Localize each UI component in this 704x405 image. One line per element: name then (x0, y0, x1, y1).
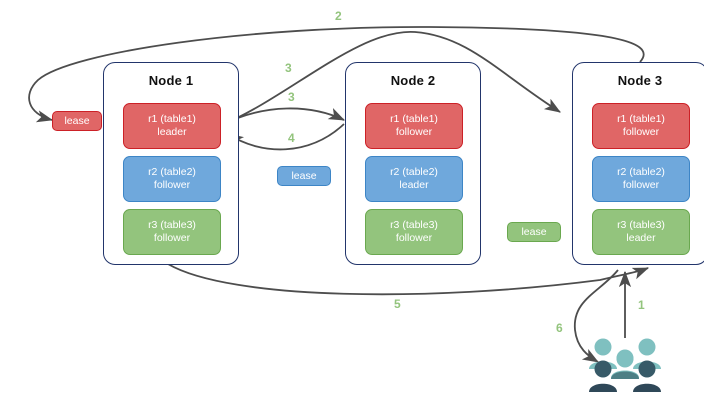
edge-label-2: 2 (335, 9, 342, 23)
replica-role: leader (399, 179, 429, 191)
users-icon (586, 335, 664, 395)
replica-role: leader (157, 126, 187, 138)
edge-4-path (227, 123, 345, 151)
replica-role: follower (622, 126, 660, 138)
replica-role: follower (153, 232, 191, 244)
replica-r2-node2[interactable]: r2 (table2) leader (365, 156, 463, 202)
edge-label-6: 6 (556, 321, 563, 335)
replica-role: follower (153, 179, 191, 191)
node-title: Node 1 (148, 73, 194, 88)
replica-role: leader (626, 232, 656, 244)
node-title: Node 3 (617, 73, 663, 88)
replica-r2-node3[interactable]: r2 (table2) follower (592, 156, 690, 202)
node-title: Node 2 (390, 73, 436, 88)
lease-badge-green[interactable]: lease (507, 222, 561, 242)
node-container-node1[interactable]: Node 1 r1 (table1) leader r2 (table2) fo… (103, 62, 239, 265)
replica-name: r1 (table1) (390, 113, 438, 125)
edge-label-5: 5 (394, 297, 401, 311)
replica-name: r2 (table2) (390, 166, 438, 178)
replica-name: r1 (table1) (148, 113, 196, 125)
edge-3-lower-path (223, 107, 345, 125)
replica-r3-node1[interactable]: r3 (table3) follower (123, 209, 221, 255)
replica-name: r1 (table1) (617, 113, 665, 125)
node-container-node2[interactable]: Node 2 r1 (table1) follower r2 (table2) … (345, 62, 481, 265)
edge-label-3-lower: 3 (288, 90, 295, 104)
replica-name: r2 (table2) (617, 166, 665, 178)
replica-r2-node1[interactable]: r2 (table2) follower (123, 156, 221, 202)
edge-label-1: 1 (638, 298, 645, 312)
edge-5-path (167, 263, 650, 296)
lease-badge-blue[interactable]: lease (277, 166, 331, 186)
replica-name: r2 (table2) (148, 166, 196, 178)
replica-name: r3 (table3) (617, 219, 665, 231)
replica-role: follower (622, 179, 660, 191)
replica-r3-node2[interactable]: r3 (table3) follower (365, 209, 463, 255)
replica-name: r3 (table3) (148, 219, 196, 231)
node-container-node3[interactable]: Node 3 r1 (table1) follower r2 (table2) … (572, 62, 704, 265)
replica-role: follower (395, 232, 433, 244)
replica-r1-node1[interactable]: r1 (table1) leader (123, 103, 221, 149)
replica-r1-node3[interactable]: r1 (table1) follower (592, 103, 690, 149)
replica-r3-node3[interactable]: r3 (table3) leader (592, 209, 690, 255)
replica-name: r3 (table3) (390, 219, 438, 231)
replica-r1-node2[interactable]: r1 (table1) follower (365, 103, 463, 149)
replica-role: follower (395, 126, 433, 138)
lease-badge-red[interactable]: lease (52, 111, 102, 131)
edge-label-3-upper: 3 (285, 61, 292, 75)
edge-label-4: 4 (288, 131, 295, 145)
